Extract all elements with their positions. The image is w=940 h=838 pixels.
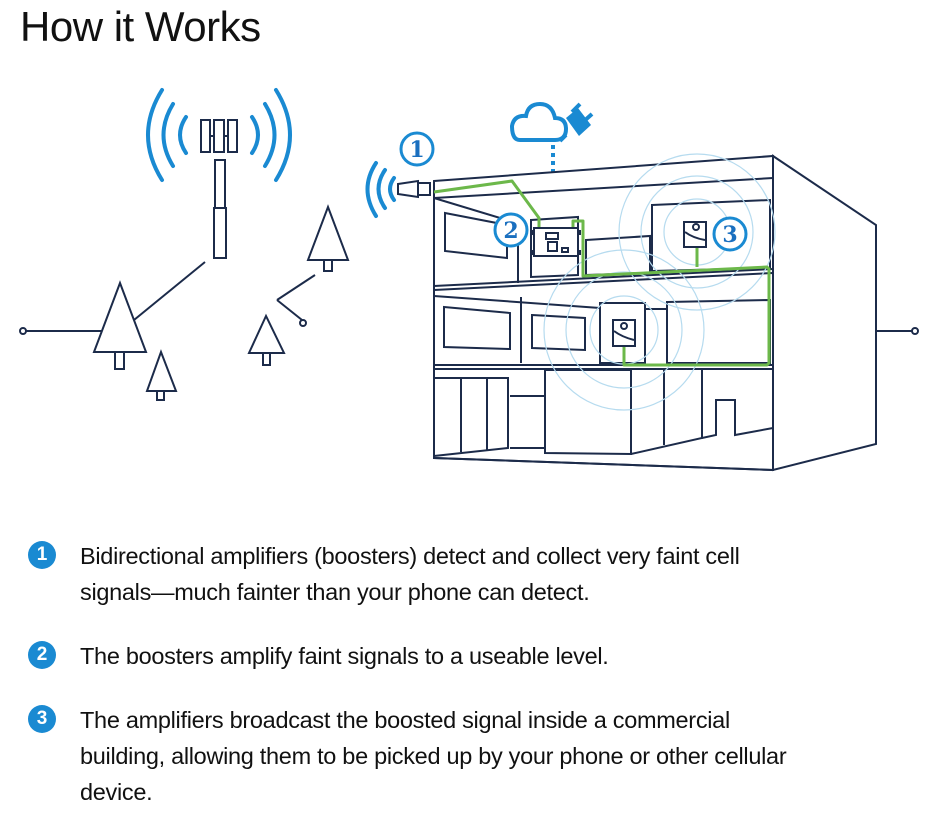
step-description: The amplifiers broadcast the boosted sig… bbox=[80, 707, 787, 805]
line-endpoint-mid bbox=[299, 319, 307, 327]
step-number-badge: 3 bbox=[28, 705, 56, 733]
callout-2: 2 bbox=[493, 212, 529, 248]
callout-1-number: 1 bbox=[409, 137, 424, 163]
booster-unit bbox=[531, 227, 581, 257]
callout-1: 1 bbox=[399, 131, 435, 167]
building bbox=[433, 154, 877, 472]
line-endpoint-left bbox=[19, 327, 27, 335]
page-title: How it Works bbox=[20, 3, 261, 50]
step-description: The boosters amplify faint signals to a … bbox=[80, 643, 609, 669]
callout-3-number: 3 bbox=[722, 222, 737, 248]
donor-antenna bbox=[397, 179, 431, 199]
tree-mid bbox=[247, 313, 286, 366]
cell-tower bbox=[200, 119, 238, 259]
cloud-icon bbox=[509, 101, 569, 142]
step-number-badge: 2 bbox=[28, 641, 56, 669]
how-it-works-diagram: 1 2 3 bbox=[19, 88, 919, 472]
line-endpoint-right bbox=[911, 327, 919, 335]
callout-2-number: 2 bbox=[503, 218, 518, 244]
steps-list: 1 Bidirectional amplifiers (boosters) de… bbox=[28, 538, 908, 838]
indoor-antenna-upper bbox=[683, 221, 707, 248]
step-description: Bidirectional amplifiers (boosters) dete… bbox=[80, 543, 740, 605]
tower-signal-waves bbox=[146, 88, 292, 182]
tree-hill bbox=[306, 204, 350, 272]
plug-icon bbox=[558, 102, 594, 143]
landscape-line bbox=[19, 261, 919, 335]
coax-cable bbox=[433, 179, 771, 367]
indoor-antenna-lower bbox=[612, 319, 636, 347]
tree-small bbox=[145, 349, 178, 401]
step-item-3: 3 The amplifiers broadcast the boosted s… bbox=[28, 702, 908, 810]
antenna-signal-waves bbox=[365, 161, 396, 218]
step-item-2: 2 The boosters amplify faint signals to … bbox=[28, 638, 908, 674]
callout-3: 3 bbox=[712, 216, 748, 252]
tree-large bbox=[92, 280, 148, 370]
step-item-1: 1 Bidirectional amplifiers (boosters) de… bbox=[28, 538, 908, 610]
step-number-badge: 1 bbox=[28, 541, 56, 569]
